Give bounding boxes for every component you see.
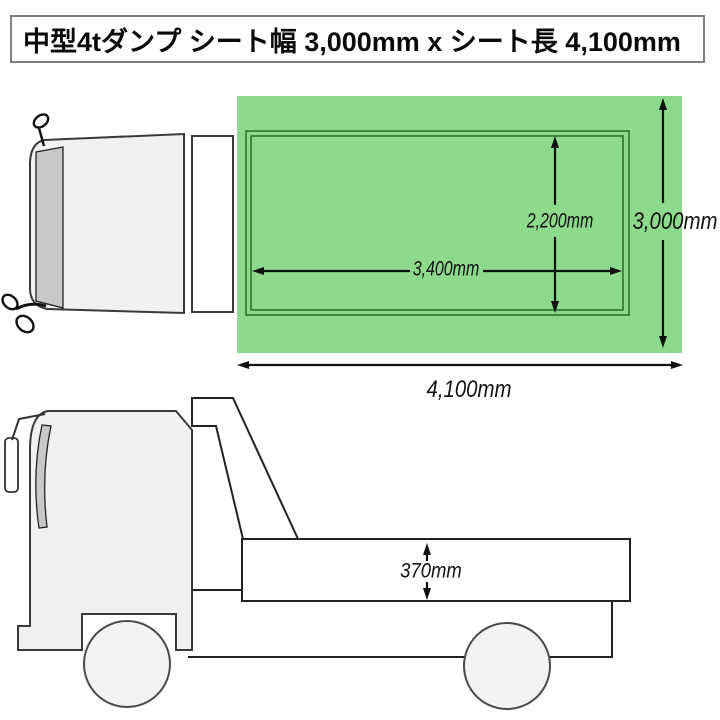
dimension-arrows [237,98,683,600]
cab-top-view [29,132,185,315]
mirror-left-top-view [32,113,50,129]
mirror-right-arm-top-view [15,302,47,311]
windshield-top-view [35,146,64,309]
bed-width-label: 2,200mm [526,209,594,233]
sheet-width-label: 3,000mm [632,208,718,235]
truck-top-view [1,96,682,353]
dim-arrow-bed-length [252,267,622,275]
title-bar: 中型4tダンプ シート幅 3,000mm x シート長 4,100mm [10,15,705,63]
dim-arrow-sheet-length [237,361,683,369]
side-mirror-arm [11,413,46,441]
chassis-rear-frame-side-view [188,602,613,658]
side-mirror [4,437,19,493]
truck-side-view [4,397,631,710]
sheet-length-label: 4,100mm [426,376,512,403]
title-text: 中型4tダンプ シート幅 3,000mm x シート長 4,100mm [23,26,681,57]
bed-side-panel [241,538,631,602]
bed-outline-inner [250,135,624,311]
dim-arrow-bed-width [551,136,559,313]
windshield-side-view [35,424,52,529]
rear-wheel [463,622,551,710]
bed-outline-outer [245,130,630,316]
chassis-frame-top-view [191,135,234,313]
mirror-left-arm-top-view [37,127,46,147]
front-wheel [83,620,171,708]
bed-length-label: 3,400mm [412,257,480,281]
dim-arrow-sheet-width [659,98,667,348]
bed-side-height-label: 370mm [400,559,462,583]
dim-arrow-bed-side-height [423,543,431,600]
dump-bed-front-guard [191,397,300,540]
mirror-right-b-top-view [15,314,35,334]
